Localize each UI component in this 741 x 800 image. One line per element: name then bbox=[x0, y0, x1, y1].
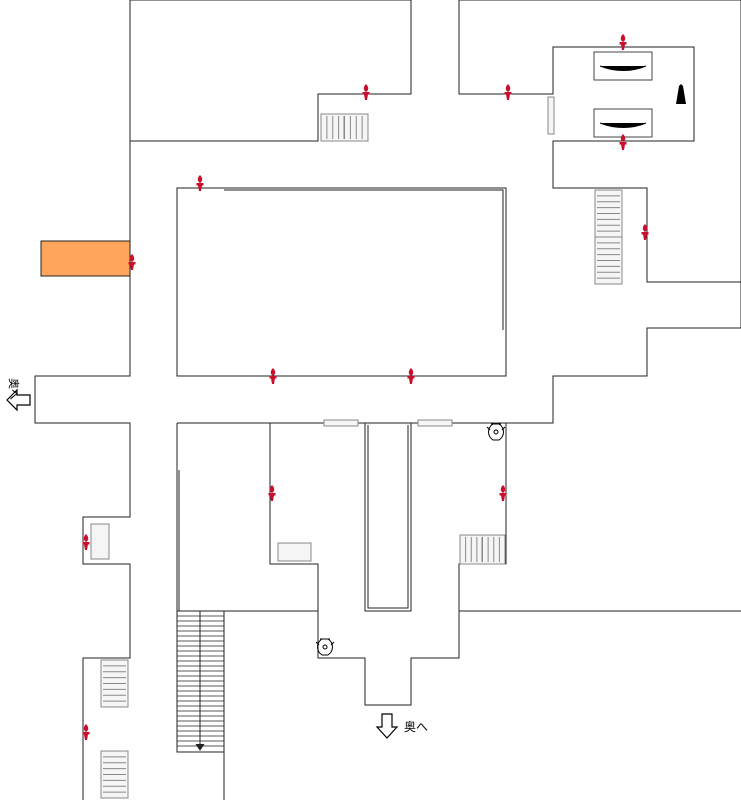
wall-center-column bbox=[364, 423, 412, 612]
wall-central-room bbox=[176, 187, 507, 377]
arrow-down-icon bbox=[375, 713, 399, 739]
arrow-left-icon bbox=[6, 388, 31, 412]
wall-top-left-room bbox=[129, 0, 412, 142]
statue-icon bbox=[676, 84, 686, 104]
wall-center-column-inner bbox=[367, 425, 409, 609]
bench-icon bbox=[90, 96, 623, 799]
wall-top-right-room bbox=[459, 0, 741, 424]
wall-central-room-inner bbox=[224, 189, 504, 330]
wall-lower-mid bbox=[270, 422, 507, 611]
sofa-icon bbox=[593, 51, 653, 138]
wall-top-right-inner bbox=[458, 0, 741, 283]
exit-west-label: 奥へ bbox=[7, 378, 20, 400]
wall-lower-left bbox=[177, 422, 741, 706]
highlighted-room[interactable] bbox=[40, 240, 131, 277]
walls bbox=[34, 0, 741, 800]
wall-left-corridor bbox=[34, 141, 131, 800]
exit-south-label: 奥へ bbox=[404, 720, 429, 734]
